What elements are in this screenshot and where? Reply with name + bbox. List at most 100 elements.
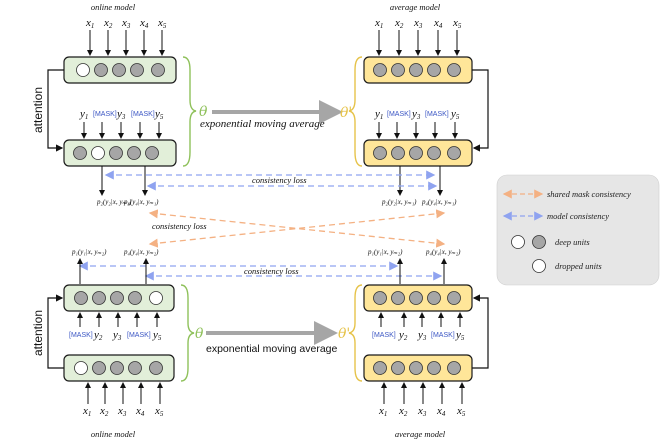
svg-text:y1: y1 bbox=[374, 108, 383, 121]
top-ema-label: exponential moving average bbox=[200, 118, 325, 130]
svg-text:x1: x1 bbox=[378, 405, 387, 418]
bottom-right-prob-2: p₄(y₄|x, yₘ₂) bbox=[425, 248, 461, 256]
svg-text:x4: x4 bbox=[433, 17, 443, 30]
top-average-decoder-units bbox=[373, 146, 461, 160]
svg-text:[MASK]: [MASK] bbox=[425, 111, 449, 118]
top-right-prob-2: p₄(y₄|x, yₘ₁) bbox=[421, 198, 457, 206]
bottom-left-input-arrows bbox=[85, 382, 163, 404]
bottom-online-caption: online model bbox=[91, 429, 136, 439]
svg-text:[MASK]: [MASK] bbox=[69, 332, 93, 339]
legend-deep-unit-gray bbox=[532, 235, 546, 249]
svg-text:[MASK]: [MASK] bbox=[93, 111, 117, 118]
svg-text:[MASK]: [MASK] bbox=[131, 111, 155, 118]
bottom-theta-prime-bracket bbox=[348, 284, 363, 382]
top-right-prob-1: p₂(y₂|x, yₘ₁) bbox=[381, 198, 417, 206]
bottom-average-decoder-units bbox=[373, 291, 461, 305]
bottom-online-encoder-units bbox=[74, 361, 163, 375]
svg-text:x2: x2 bbox=[99, 405, 109, 418]
svg-text:x5: x5 bbox=[452, 17, 462, 30]
svg-text:y2: y2 bbox=[93, 329, 103, 342]
svg-text:x5: x5 bbox=[456, 405, 466, 418]
top-online-encoder-units bbox=[76, 63, 165, 77]
top-theta: θ bbox=[199, 104, 208, 120]
legend-shared-mask-label: shared mask consistency bbox=[547, 189, 631, 199]
bottom-right-decoder-inputs: [MASK] y2 y3 [MASK] y5 bbox=[372, 329, 465, 342]
bottom-average-caption: average model bbox=[395, 429, 446, 439]
bottom-online-decoder-units bbox=[74, 291, 163, 305]
svg-text:x3: x3 bbox=[117, 405, 127, 418]
middle-consistency-label: consistency loss bbox=[152, 221, 207, 231]
svg-text:[MASK]: [MASK] bbox=[127, 332, 151, 339]
svg-text:x3: x3 bbox=[121, 17, 131, 30]
top-left-input-arrows bbox=[87, 30, 165, 56]
legend-deep-units-label: deep units bbox=[555, 237, 590, 247]
svg-text:x2: x2 bbox=[103, 17, 113, 30]
bottom-ema-label: exponential moving average bbox=[206, 343, 337, 355]
top-right-input-arrows bbox=[376, 30, 460, 56]
legend-dropped-units-label: dropped units bbox=[555, 261, 602, 271]
bottom-left-decoder-inputs: [MASK] y2 y3 [MASK] y5 bbox=[69, 329, 162, 342]
top-right-attention-connector bbox=[472, 69, 489, 152]
bottom-left-inputs: x1 x2 x3 x4 x5 bbox=[82, 405, 164, 418]
svg-text:x3: x3 bbox=[413, 17, 423, 30]
top-attention-connector bbox=[47, 69, 64, 152]
top-average-encoder-units bbox=[373, 63, 461, 77]
top-online-caption: online model bbox=[91, 2, 136, 12]
bottom-right-output-arrows bbox=[397, 258, 447, 284]
bottom-right-attention-connector bbox=[472, 294, 489, 369]
bottom-consistency-label: consistency loss bbox=[244, 266, 299, 276]
bottom-right-input-arrows bbox=[381, 382, 465, 404]
top-average-caption: average model bbox=[390, 2, 441, 12]
bottom-left-prob-1: p₁(y₁|x, yₘ₂) bbox=[71, 248, 107, 256]
top-right-output-arrows bbox=[397, 166, 443, 196]
svg-text:x1: x1 bbox=[82, 405, 91, 418]
bottom-theta-bracket bbox=[180, 284, 195, 382]
svg-text:x4: x4 bbox=[436, 405, 446, 418]
top-right-decoder-arrows bbox=[376, 122, 458, 139]
top-left-inputs: x1 x2 x3 x4 x5 bbox=[85, 17, 167, 30]
svg-text:x4: x4 bbox=[139, 17, 149, 30]
top-left-prob-1: p₂(y₂|x, yₘ₁) bbox=[96, 198, 132, 206]
top-theta-prime-bracket bbox=[348, 56, 363, 167]
svg-text:x2: x2 bbox=[398, 405, 408, 418]
legend-dropped-unit bbox=[532, 259, 546, 273]
svg-text:y5: y5 bbox=[450, 108, 460, 121]
svg-text:y5: y5 bbox=[154, 108, 164, 121]
top-attention-label: attention bbox=[31, 87, 45, 133]
bottom-theta: θ bbox=[195, 326, 204, 342]
top-left-output-arrows bbox=[99, 166, 148, 196]
svg-text:[MASK]: [MASK] bbox=[372, 332, 396, 339]
svg-text:y3: y3 bbox=[411, 108, 421, 121]
svg-text:y5: y5 bbox=[152, 329, 162, 342]
bottom-left-prob-2: p₄(y₄|x, yₘ₂) bbox=[123, 248, 159, 256]
bottom-right-prob-1: p₁(y₁|x, yₘ₂) bbox=[367, 248, 403, 256]
top-right-decoder-inputs: y1 [MASK] y3 [MASK] y5 bbox=[374, 108, 460, 121]
top-right-inputs: x1 x2 x3 x4 x5 bbox=[374, 17, 462, 30]
top-theta-bracket bbox=[182, 56, 197, 167]
svg-text:y3: y3 bbox=[112, 329, 122, 342]
svg-text:y3: y3 bbox=[116, 108, 126, 121]
bottom-attention-label: attention bbox=[31, 310, 45, 356]
bottom-attention-connector bbox=[47, 294, 64, 369]
bottom-right-inputs: x1 x2 x3 x4 x5 bbox=[378, 405, 466, 418]
bottom-right-decoder-arrows bbox=[378, 312, 463, 327]
svg-text:y5: y5 bbox=[455, 329, 465, 342]
svg-text:[MASK]: [MASK] bbox=[387, 111, 411, 118]
svg-text:y1: y1 bbox=[79, 108, 88, 121]
bottom-left-decoder-arrows bbox=[77, 312, 160, 327]
svg-text:x4: x4 bbox=[135, 405, 145, 418]
svg-text:x1: x1 bbox=[85, 17, 94, 30]
top-theta-prime: θ' bbox=[340, 105, 352, 121]
bottom-theta-prime: θ' bbox=[338, 326, 350, 342]
svg-text:[MASK]: [MASK] bbox=[431, 332, 455, 339]
top-left-decoder-arrows bbox=[81, 122, 162, 139]
svg-text:x5: x5 bbox=[154, 405, 164, 418]
bottom-average-encoder-units bbox=[373, 361, 461, 375]
top-left-prob-2: p₄(y₄|x, yₘ₁) bbox=[123, 198, 159, 206]
svg-text:x3: x3 bbox=[417, 405, 427, 418]
svg-text:y3: y3 bbox=[417, 329, 427, 342]
legend-box bbox=[496, 174, 660, 286]
legend-deep-unit-white bbox=[511, 235, 525, 249]
svg-text:x1: x1 bbox=[374, 17, 383, 30]
